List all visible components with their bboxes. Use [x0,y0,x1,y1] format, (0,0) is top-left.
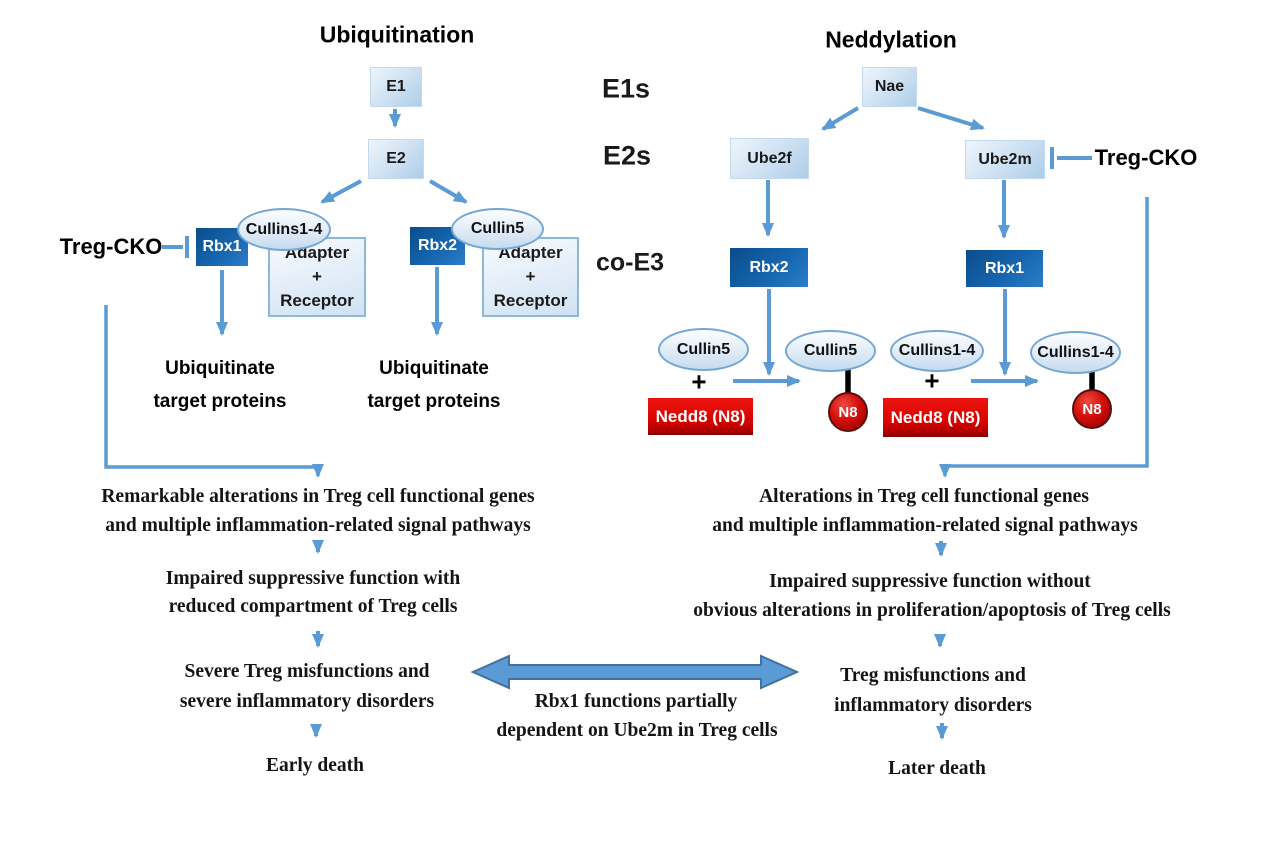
left-flow-step2-line2: reduced compartment of Treg cells [168,596,458,617]
arrow-e2-to-cullins1-4 [320,179,362,204]
ube2f-box: Ube2f [730,138,809,179]
arrow-e2-to-cullin5 [428,179,468,204]
cullins1-4-ellipse-left: Cullins1-4 [237,208,331,251]
cullin5-ellipse-left: Cullin5 [451,208,544,250]
adapter-plus-1: + [312,267,322,286]
center-annotation-line1: Rbx1 functions partially [534,691,738,712]
ube2m-box: Ube2m [965,140,1045,179]
left-flow-step1-line2: and multiple inflammation-related signal… [105,515,531,536]
ubiquitination-title: Ubiquitination [319,21,475,48]
right-flow-later-death: Later death [888,758,986,779]
adapter-plus-2: + [525,267,536,286]
connector-left-pathway-to-flow [104,305,324,478]
left-flow-early-death: Early death [265,755,365,776]
left-flow-step1-line1: Remarkable alterations in Treg cell func… [101,486,535,507]
neddylation-title: Neddylation [825,26,957,53]
n8-circle-2: N8 [1072,389,1112,429]
connector-right-pathway-to-flow [939,197,1149,478]
rbx1-box-right: Rbx1 [966,250,1043,287]
treg-cko-label-right: Treg-CKO [1094,145,1198,170]
right-flow-step1-line2: and multiple inflammation-related signal… [712,515,1138,536]
n8-circle-1: N8 [828,392,868,432]
e1-box: E1 [370,67,422,107]
arrow-nae-to-ube2m [917,106,985,131]
rbx2-box-right: Rbx2 [730,248,808,287]
center-annotation-line2: dependent on Ube2m in Treg cells [496,720,778,741]
ubiquitinate-text-1: Ubiquitinate [165,358,275,379]
right-flow-step1-line1: Alterations in Treg cell functional gene… [759,486,1089,507]
left-flow-step2-line1: Impaired suppressive function with [165,568,461,589]
receptor-label-1: Receptor [280,291,354,310]
plus-sign-1: + [691,366,707,397]
cullins1-4-product-ellipse: Cullins1-4 [1030,331,1121,374]
right-flow-step2-line1: Impaired suppressive function without [769,571,1091,592]
receptor-label-2: Receptor [493,291,568,310]
right-flow-step2-line2: obvious alterations in proliferation/apo… [693,600,1171,621]
target-proteins-text-1: target proteins [153,391,287,412]
e2-box: E2 [368,139,424,179]
target-proteins-text-2: target proteins [367,391,501,412]
row-label-co-e3: co-E3 [595,248,665,277]
row-label-e1s: E1s [601,73,651,104]
left-flow-step3-line1: Severe Treg misfunctions and [184,661,430,682]
double-headed-arrow [470,654,800,690]
rbx1-box-left: Rbx1 [196,228,248,266]
arrow-nae-to-ube2f [821,106,860,131]
nedd8-box-1: Nedd8 (N8) [648,398,753,435]
nae-box: Nae [862,67,917,107]
plus-sign-2: + [924,365,940,396]
cullins1-4-substrate-ellipse: Cullins1-4 [890,330,984,372]
cullin5-substrate-ellipse: Cullin5 [658,328,749,371]
nedd8-box-2: Nedd8 (N8) [883,398,988,437]
row-label-e2s: E2s [602,140,652,171]
right-flow-step3-line1: Treg misfunctions and [840,665,1026,686]
treg-cko-label-left: Treg-CKO [59,234,163,259]
cullin5-product-ellipse: Cullin5 [785,330,876,372]
right-flow-step3-line2: inflammatory disorders [834,695,1032,716]
ubiquitinate-text-2: Ubiquitinate [379,358,489,379]
left-flow-step3-line2: severe inflammatory disorders [179,691,435,712]
